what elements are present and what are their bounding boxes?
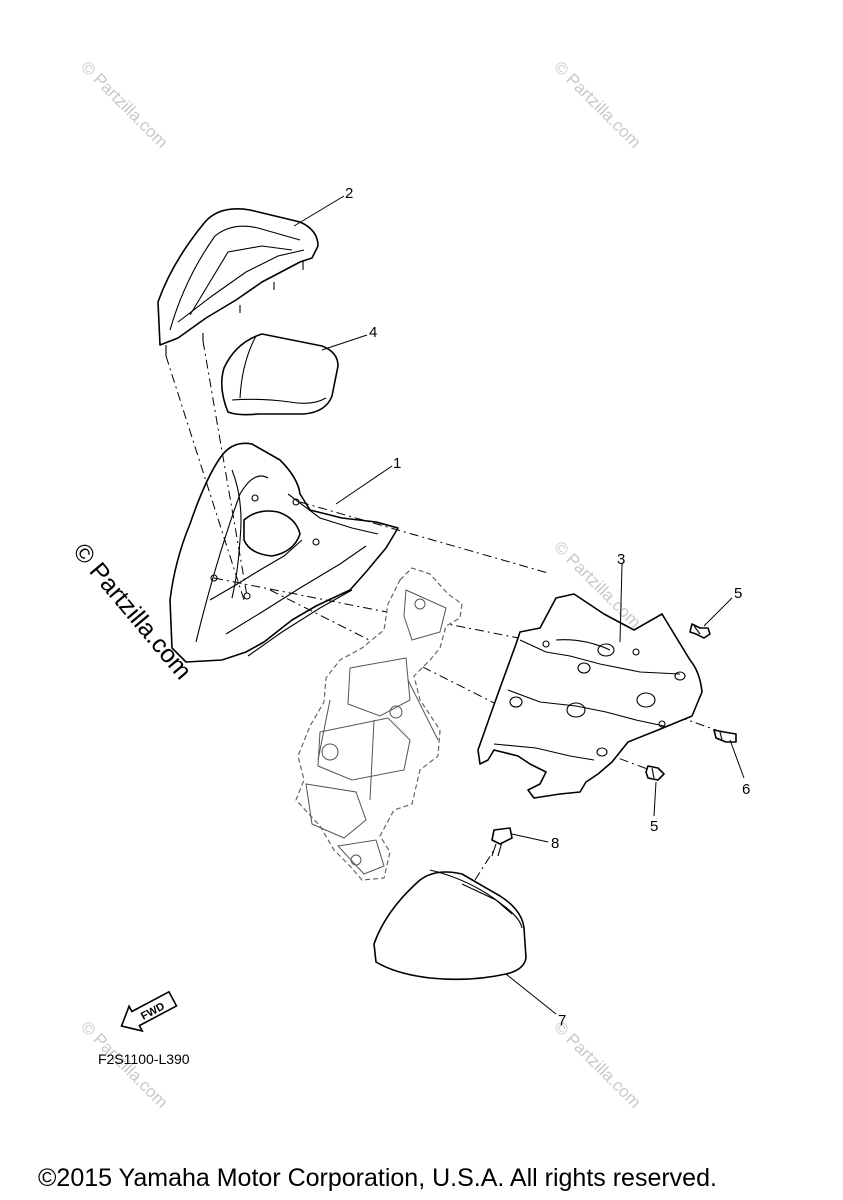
fwd-arrow: FWD [120,990,178,1033]
callouts: 1 2 3 4 5 5 6 7 8 [345,185,750,1029]
callout-6: 6 [742,781,750,798]
callout-4: 4 [369,324,377,341]
callout-2: 2 [345,185,353,202]
callout-5-upper: 5 [734,585,742,602]
watermark-top-right: © Partzilla.com [550,57,644,151]
frame-reference [295,567,463,881]
callout-5-lower: 5 [650,818,658,835]
screw-5-upper [689,623,711,639]
screw-8 [491,827,513,857]
part-3-inner-cover [477,593,703,799]
leader-lines [293,195,745,1015]
part-2-top-cover [157,208,319,356]
callout-7: 7 [558,1012,566,1029]
watermark-bottom-right: © Partzilla.com [550,1017,644,1111]
part-1-front-cover [169,442,399,663]
diagram-code: F2S1100-L390 [98,1051,190,1067]
fwd-label: FWD [139,1000,167,1022]
screw-5-lower [645,765,665,781]
part-4-pad [220,333,339,416]
fwd-arrow-icon [120,990,178,1033]
screw-6 [713,729,737,743]
copyright-footer: ©2015 Yamaha Motor Corporation, U.S.A. A… [38,1164,717,1192]
watermark-group: © Partzilla.com © Partzilla.com © Partzi… [67,57,644,1111]
part-7-bottom-cover [373,869,527,981]
callout-8: 8 [551,835,559,852]
watermark-top-left: © Partzilla.com [77,57,171,151]
callout-1: 1 [393,455,401,472]
callout-3: 3 [617,551,625,568]
